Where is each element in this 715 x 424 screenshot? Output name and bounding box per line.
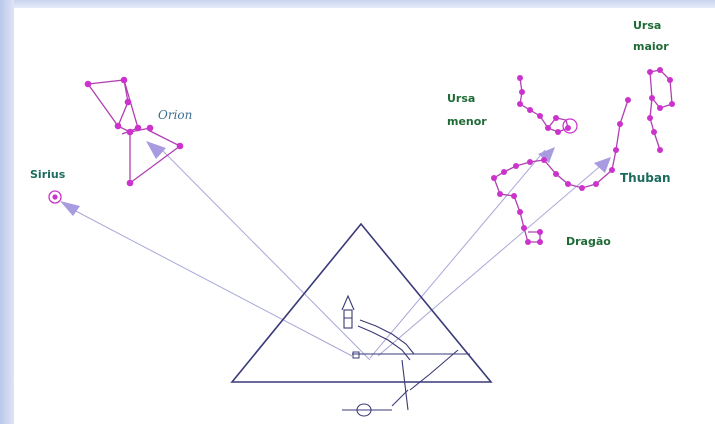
arrowhead-ursa-menor [538, 147, 555, 163]
ursa-menor-constellation [517, 75, 578, 135]
sight-line-thuban [377, 161, 606, 357]
arrowhead-orion [146, 141, 166, 159]
label-orion: Orion [158, 108, 192, 122]
sight-line-sirius [69, 207, 353, 357]
arrowheads [60, 141, 611, 216]
sirius-star [48, 190, 62, 204]
ursa-maior-constellation [647, 67, 675, 153]
sight-line-orion [159, 147, 371, 361]
label-ursa-menor-line1: Ursa [447, 92, 475, 105]
sight-lines [69, 147, 606, 361]
draco-constellation [491, 97, 631, 245]
frame-left-bar [0, 0, 14, 424]
arrowhead-thuban [594, 157, 611, 173]
sight-line-ursa-menor [369, 149, 546, 359]
arrowhead-sirius [60, 201, 80, 216]
pyramid-outline [230, 222, 493, 383]
label-thuban: Thuban [620, 171, 671, 185]
label-ursa-maior-line2: maior [633, 40, 669, 53]
frame-top-bar [0, 0, 715, 8]
orion-constellation [84, 76, 184, 187]
pyramid [230, 222, 493, 417]
label-ursa-menor-line2: menor [447, 115, 487, 128]
label-sirius: Sirius [30, 168, 66, 181]
label-ursa-maior-line1: Ursa [633, 19, 661, 32]
label-dragao: Dragão [566, 235, 611, 248]
